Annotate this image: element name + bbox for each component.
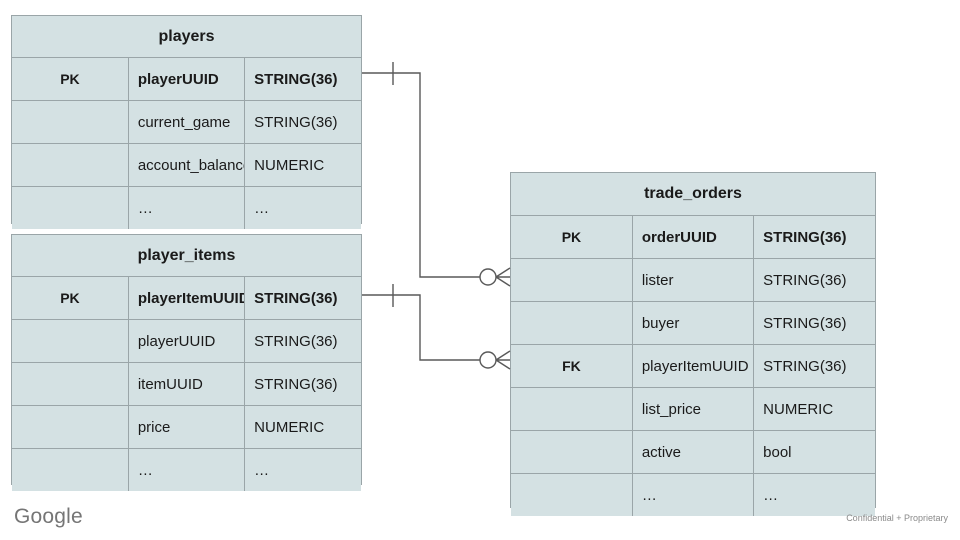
- column-type-trade-orders-6: …: [753, 473, 875, 516]
- table-row[interactable]: PK playerItemUUID STRING(36): [12, 276, 361, 320]
- column-name-trade-orders-1: lister: [631, 258, 755, 302]
- column-name-players-2: account_balance: [127, 143, 246, 187]
- column-key-players-2: [12, 143, 129, 187]
- column-name-trade-orders-4: list_price: [631, 387, 755, 431]
- column-type-players-0: STRING(36): [244, 57, 361, 101]
- column-key-trade-orders-5: [511, 430, 633, 474]
- cardinality-zero-circle-icon-2: [479, 351, 497, 369]
- table-row[interactable]: … …: [12, 448, 361, 491]
- column-type-player-items-2: STRING(36): [244, 362, 361, 406]
- column-type-trade-orders-5: bool: [753, 430, 875, 474]
- relationship-players-to-trade-orders[interactable]: [362, 62, 511, 287]
- column-type-player-items-4: …: [244, 448, 361, 491]
- column-name-player-items-0: playerItemUUID: [127, 276, 246, 320]
- entity-title-row: players: [12, 16, 361, 58]
- cardinality-zero-circle-icon-1: [479, 268, 497, 286]
- column-type-trade-orders-3: STRING(36): [753, 344, 875, 388]
- column-type-trade-orders-4: NUMERIC: [753, 387, 875, 431]
- column-key-players-3: [12, 186, 129, 229]
- table-row[interactable]: price NUMERIC: [12, 405, 361, 449]
- table-row[interactable]: current_game STRING(36): [12, 100, 361, 144]
- column-type-players-2: NUMERIC: [244, 143, 361, 187]
- column-type-player-items-0: STRING(36): [244, 276, 361, 320]
- column-key-trade-orders-2: [511, 301, 633, 345]
- entity-title-player-items: player_items: [12, 235, 361, 277]
- entity-title-trade-orders: trade_orders: [511, 173, 875, 216]
- entity-grid-player-items: player_items PK playerItemUUID STRING(36…: [12, 235, 361, 491]
- column-type-trade-orders-1: STRING(36): [753, 258, 875, 302]
- table-row[interactable]: list_price NUMERIC: [511, 387, 875, 431]
- entity-table-trade-orders[interactable]: trade_orders PK orderUUID STRING(36) lis…: [510, 172, 876, 516]
- column-name-players-0: playerUUID: [127, 57, 246, 101]
- column-key-trade-orders-0: PK: [511, 215, 633, 259]
- column-type-player-items-3: NUMERIC: [244, 405, 361, 449]
- entity-title-row: trade_orders: [511, 173, 875, 216]
- column-key-player-items-0: PK: [12, 276, 129, 320]
- table-row[interactable]: itemUUID STRING(36): [12, 362, 361, 406]
- table-row[interactable]: … …: [12, 186, 361, 229]
- google-logo: Google: [14, 505, 83, 528]
- column-name-trade-orders-2: buyer: [631, 301, 755, 345]
- column-key-player-items-1: [12, 319, 129, 363]
- column-key-trade-orders-6: [511, 473, 633, 516]
- column-key-player-items-4: [12, 448, 129, 491]
- column-key-trade-orders-4: [511, 387, 633, 431]
- column-key-players-0: PK: [12, 57, 129, 101]
- relationship-player-items-to-trade-orders[interactable]: [362, 284, 511, 370]
- table-row[interactable]: PK orderUUID STRING(36): [511, 215, 875, 259]
- column-type-players-3: …: [244, 186, 361, 229]
- table-row[interactable]: playerUUID STRING(36): [12, 319, 361, 363]
- column-name-player-items-1: playerUUID: [127, 319, 246, 363]
- column-name-player-items-4: …: [127, 448, 246, 491]
- column-key-trade-orders-3: FK: [511, 344, 633, 388]
- column-type-trade-orders-2: STRING(36): [753, 301, 875, 345]
- column-type-players-1: STRING(36): [244, 100, 361, 144]
- table-row[interactable]: account_balance NUMERIC: [12, 143, 361, 187]
- entity-title-row: player_items: [12, 235, 361, 277]
- table-row[interactable]: … …: [511, 473, 875, 516]
- cardinality-many-crowsfoot-icon-2: [495, 350, 511, 370]
- column-name-trade-orders-0: orderUUID: [631, 215, 755, 259]
- table-row[interactable]: active bool: [511, 430, 875, 474]
- column-key-player-items-2: [12, 362, 129, 406]
- table-row[interactable]: PK playerUUID STRING(36): [12, 57, 361, 101]
- entity-grid-trade-orders: trade_orders PK orderUUID STRING(36) lis…: [511, 173, 875, 516]
- column-name-players-3: …: [127, 186, 246, 229]
- entity-grid-players: players PK playerUUID STRING(36) current…: [12, 16, 361, 229]
- column-name-player-items-3: price: [127, 405, 246, 449]
- column-name-players-1: current_game: [127, 100, 246, 144]
- entity-table-players[interactable]: players PK playerUUID STRING(36) current…: [11, 15, 362, 229]
- entity-table-player-items[interactable]: player_items PK playerItemUUID STRING(36…: [11, 234, 362, 491]
- column-name-trade-orders-6: …: [631, 473, 755, 516]
- column-name-trade-orders-3: playerItemUUID: [631, 344, 755, 388]
- column-name-player-items-2: itemUUID: [127, 362, 246, 406]
- column-key-player-items-3: [12, 405, 129, 449]
- column-name-trade-orders-5: active: [631, 430, 755, 474]
- table-row[interactable]: buyer STRING(36): [511, 301, 875, 345]
- connector-line-2: [362, 294, 480, 361]
- column-key-trade-orders-1: [511, 258, 633, 302]
- column-type-trade-orders-0: STRING(36): [753, 215, 875, 259]
- column-type-player-items-1: STRING(36): [244, 319, 361, 363]
- entity-title-players: players: [12, 16, 361, 58]
- cardinality-many-crowsfoot-icon-1: [495, 267, 511, 287]
- column-key-players-1: [12, 100, 129, 144]
- table-row[interactable]: FK playerItemUUID STRING(36): [511, 344, 875, 388]
- connector-line-1: [362, 72, 480, 278]
- table-row[interactable]: lister STRING(36): [511, 258, 875, 302]
- confidential-notice: Confidential + Proprietary: [846, 513, 948, 523]
